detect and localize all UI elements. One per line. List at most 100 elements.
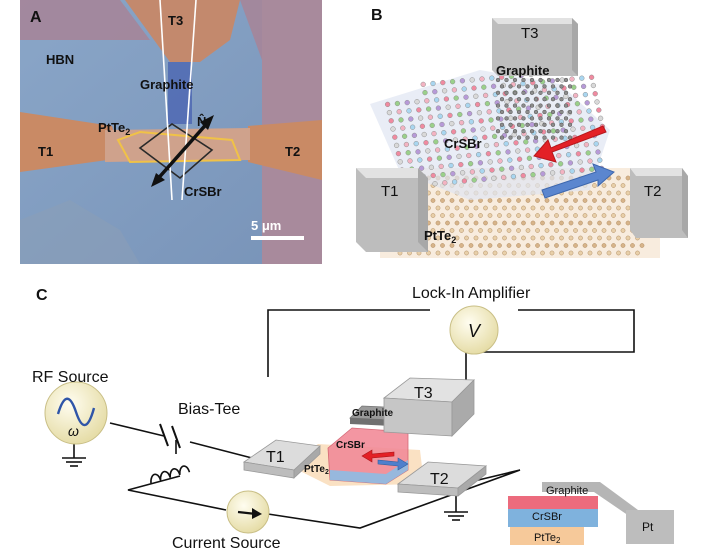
t2-label: T2 (430, 471, 449, 488)
lattice-atom (464, 205, 469, 211)
lattice-atom (497, 198, 502, 203)
ground-icon (444, 511, 468, 521)
lattice-atom (542, 84, 547, 89)
lattice-atom (454, 220, 460, 226)
lattice-atom (502, 250, 507, 256)
lattice-atom (567, 122, 573, 127)
lattice-atom (417, 115, 424, 121)
lattice-atom (511, 205, 517, 211)
lattice-atom (400, 125, 406, 131)
lattice-atom (469, 169, 476, 175)
lattice-atom (480, 126, 486, 132)
lattice-atom (432, 89, 438, 95)
lattice-atom (587, 235, 593, 241)
lattice-atom (525, 243, 531, 248)
lattice-atom (563, 90, 569, 95)
lattice-atom (549, 170, 556, 176)
lattice-atom (555, 103, 560, 108)
lattice-atom (503, 141, 509, 147)
lattice-atom (490, 125, 496, 131)
lattice-atom (435, 250, 441, 256)
lattice-atom (460, 128, 467, 134)
lattice-atom (445, 220, 450, 226)
lattice-atom (597, 235, 602, 241)
lattice-atom (601, 213, 607, 218)
lattice-atom (468, 243, 474, 248)
lattice-atom (540, 205, 545, 211)
lattice-atom (597, 220, 602, 226)
lattice-atom (504, 129, 509, 134)
lattice-atom (476, 110, 483, 116)
lattice-atom (443, 96, 450, 102)
block-t2 (396, 461, 488, 497)
lattice-atom (578, 190, 583, 196)
lattice-atom (433, 97, 440, 103)
lattice-atom (504, 116, 509, 121)
lattice-atom (516, 156, 523, 162)
lattice-atom (502, 220, 507, 226)
lattice-atom (449, 120, 455, 127)
lattice-atom (611, 198, 616, 203)
current-source-meter (226, 490, 270, 534)
wire-top-left (267, 309, 430, 377)
lattice-atom (459, 243, 464, 248)
lattice-atom (397, 159, 403, 165)
lattice-atom (639, 243, 645, 248)
legend-crsbr-layer-blue (508, 509, 598, 527)
lattice-atom (428, 164, 435, 170)
lattice-atom (495, 77, 501, 83)
lattice-atom (582, 243, 588, 248)
lattice-atom (458, 120, 465, 126)
lattice-atom (535, 198, 540, 203)
lattice-atom (546, 90, 552, 95)
lattice-atom (550, 109, 556, 115)
lattice-atom (415, 149, 421, 155)
lattice-atom (499, 109, 505, 115)
lattice-atom (589, 166, 595, 172)
lattice-atom (483, 220, 488, 226)
lattice-atom (473, 250, 479, 256)
lattice-atom (538, 129, 543, 134)
block-t2 (630, 168, 688, 238)
wire-tee-to-t1 (189, 441, 253, 459)
lattice-atom (430, 172, 436, 179)
lattice-atom (533, 84, 539, 89)
lattice-atom (529, 129, 535, 134)
lattice-atom (507, 157, 513, 163)
lattice-atom (471, 177, 477, 183)
lattice-atom (492, 220, 498, 226)
lattice-atom (525, 228, 531, 233)
lattice-atom (495, 129, 501, 134)
lattice-atom (526, 155, 533, 161)
lattice-atom (486, 109, 492, 115)
lattice-atom (542, 135, 547, 140)
lattice-atom (489, 75, 495, 81)
lattice-atom (512, 116, 518, 121)
lattice-atom (430, 243, 436, 248)
lattice-atom (511, 220, 517, 226)
lattice-atom (559, 169, 566, 175)
lattice-atom (516, 84, 522, 89)
lattice-atom (471, 85, 477, 91)
lattice-atom (474, 143, 480, 150)
lattice-atom (473, 205, 479, 211)
lattice-atom (461, 86, 467, 92)
crsbr-label: CrSBr (184, 184, 222, 199)
lattice-atom (529, 116, 535, 121)
ptte2-label: PtTe2 (304, 464, 329, 476)
lattice-atom (625, 205, 631, 211)
arrowhead (200, 115, 214, 130)
lattice-atom (620, 198, 626, 203)
lattice-atom (542, 97, 547, 102)
lattice-atom (425, 148, 431, 154)
lattice-atom (478, 118, 484, 124)
t3-label: T3 (414, 385, 433, 402)
lattice-atom (546, 77, 552, 83)
lattice-atom (596, 107, 602, 113)
lattice-atom (506, 198, 512, 203)
electrode-t3 (125, 0, 240, 62)
lattice-atom (592, 228, 597, 233)
lattice-atom (449, 228, 455, 233)
lattice-atom (554, 213, 559, 218)
lattice-atom (451, 87, 458, 93)
